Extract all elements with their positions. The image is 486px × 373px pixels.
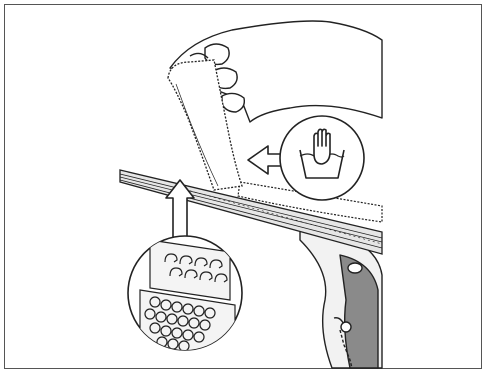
fastener-zoom-callout <box>128 236 242 360</box>
care-symbol-callout <box>280 116 364 200</box>
